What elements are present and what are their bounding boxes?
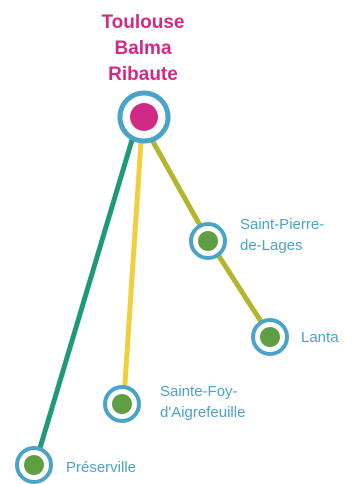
stop-marker-saint-pierre[interactable] (189, 222, 227, 260)
stop-label-lanta: Lanta (301, 327, 339, 348)
stop-label-line: Préserville (66, 459, 137, 476)
stop-label-saint-pierre: Saint-Pierre- de-Lages (240, 214, 324, 256)
hub-title-line: Ribaute (108, 64, 178, 85)
stop-label-line: Sainte-Foy- (160, 383, 238, 400)
route-line-sainte-foy (121, 139, 144, 401)
stop-label-preserville: Préserville (66, 457, 136, 478)
route-line-preserville (34, 137, 135, 461)
stop-marker-lanta[interactable] (251, 318, 289, 356)
hub-marker[interactable] (117, 90, 171, 144)
route-line-saint-pierre (149, 137, 209, 239)
hub-title-line: Balma (114, 38, 172, 59)
stop-label-line: d'Aigrefeuille (160, 404, 246, 421)
stop-label-sainte-foy: Sainte-Foy- d'Aigrefeuille (160, 381, 245, 423)
hub-title: Toulouse Balma Ribaute (40, 10, 246, 88)
stop-label-line: Lanta (301, 329, 339, 346)
stop-label-line: de-Lages (240, 237, 303, 254)
hub-title-line: Toulouse (101, 12, 185, 33)
stop-label-line: Saint-Pierre- (240, 216, 325, 233)
stop-marker-sainte-foy[interactable] (103, 385, 141, 423)
stop-marker-preserville[interactable] (15, 446, 53, 484)
